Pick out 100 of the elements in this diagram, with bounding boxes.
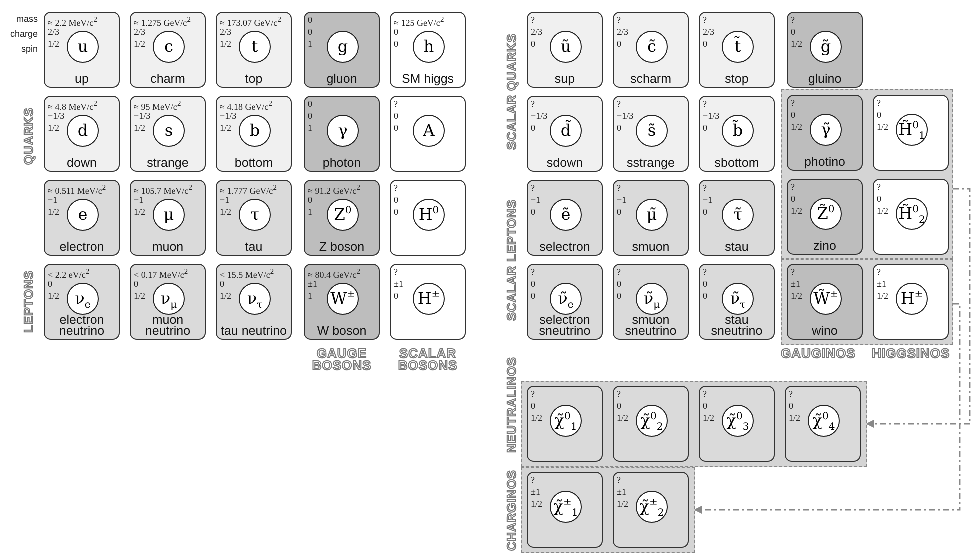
mass-value: ?: [791, 267, 795, 277]
spin-value: 0: [394, 291, 398, 301]
particle-symbol: b: [239, 115, 271, 147]
particle-name: W boson: [316, 326, 368, 337]
category-label: SCALAR QUARKS: [505, 32, 519, 152]
charge-value: 2/3: [703, 27, 715, 37]
charge-value: 0: [394, 27, 398, 37]
spin-value: 0: [531, 39, 536, 49]
particle-name: stau: [724, 242, 750, 253]
charge-value: 0: [703, 401, 708, 411]
mass-value: ?: [789, 389, 793, 399]
category-label: GAUGINOS: [781, 346, 856, 361]
mass-value: ?: [791, 98, 795, 108]
spin-value: 1/2: [48, 291, 60, 301]
spin-value: 1: [308, 291, 312, 301]
mass-value: ?: [703, 15, 707, 25]
mass-value: ?: [703, 183, 707, 193]
property-label: mass: [15, 14, 38, 24]
particle-card: [216, 96, 292, 172]
mass-value: 0: [308, 15, 312, 25]
particle-symbol: s̃: [636, 115, 668, 147]
charge-value: −1/3: [48, 111, 65, 121]
group-frame: [781, 259, 953, 345]
particle-card: [613, 386, 689, 462]
spin-value: 1/2: [134, 207, 146, 217]
charge-value: 2/3: [531, 27, 543, 37]
charge-value: 2/3: [134, 27, 146, 37]
particle-name: zino: [812, 241, 838, 252]
particle-card: [699, 96, 775, 172]
particle-name: tau neutrino: [220, 326, 288, 337]
particle-card: [613, 472, 689, 548]
particle-name: electron neutrino: [58, 315, 106, 337]
particle-symbol: τ̃: [722, 199, 754, 231]
particle-name: selectron sneutrino: [538, 315, 592, 337]
spin-value: 0: [617, 291, 622, 301]
charge-value: −1/3: [617, 111, 634, 121]
mass-value: ?: [703, 389, 707, 399]
mass-value: ?: [791, 15, 795, 25]
particle-symbol: Z̃$^{0}$: [810, 198, 842, 230]
charge-value: −1: [48, 195, 58, 205]
charge-value: −1: [220, 195, 230, 205]
particle-name: strange: [146, 158, 190, 169]
particle-name: charm: [150, 74, 186, 85]
particle-card: [390, 96, 466, 172]
particle-name: sup: [554, 74, 576, 85]
category-label: SCALAR LEPTONS: [505, 198, 519, 324]
charge-value: 2/3: [617, 27, 629, 37]
spin-value: 1/2: [48, 39, 60, 49]
particle-name: sdown: [546, 158, 584, 169]
particle-card: [44, 12, 120, 88]
mass-value: ?: [531, 267, 535, 277]
group-frame: [781, 89, 953, 259]
group-frame: [521, 467, 695, 553]
spin-value: 0: [703, 123, 708, 133]
charge-value: 0: [394, 111, 398, 121]
particle-symbol: W$^{±}$: [327, 283, 359, 315]
spin-value: 1/2: [877, 291, 889, 301]
mass-value: ?: [877, 98, 881, 108]
particle-card: [527, 96, 603, 172]
particle-symbol: ν̃$_{μ}$: [636, 283, 668, 315]
particle-card: [216, 180, 292, 256]
spin-value: 1/2: [531, 499, 543, 509]
spin-value: 1/2: [877, 206, 889, 216]
mass-value: ≈ 1.777 GeV/c$^{2}$: [220, 183, 277, 196]
particle-card: [613, 180, 689, 256]
particle-card: [216, 12, 292, 88]
particle-name: SM higgs: [400, 74, 456, 85]
spin-value: 1: [308, 39, 312, 49]
spin-value: 0: [617, 123, 622, 133]
particle-card: [304, 180, 380, 256]
mass-value: ?: [617, 99, 621, 109]
mass-value: ?: [531, 475, 535, 485]
charge-value: 2/3: [48, 27, 60, 37]
particle-symbol: μ: [153, 199, 185, 231]
spin-value: 1/2: [134, 291, 146, 301]
mass-value: ?: [877, 182, 881, 192]
particle-card: [613, 264, 689, 340]
spin-value: 1/2: [703, 413, 715, 423]
mass-value: ?: [617, 15, 621, 25]
mass-value: ≈ 125 GeV/c$^{2}$: [394, 15, 444, 28]
particle-card: [699, 12, 775, 88]
mass-value: ≈ 1.275 GeV/c$^{2}$: [134, 15, 191, 28]
particle-card: [787, 264, 863, 340]
mass-value: ≈ 4.8 MeV/c$^{2}$: [48, 99, 98, 112]
charge-value: 0: [789, 401, 794, 411]
particle-symbol: W̃$^{±}$: [810, 283, 842, 315]
charge-value: −1/3: [531, 111, 548, 121]
particle-card: [527, 12, 603, 88]
spin-value: 1: [308, 123, 312, 133]
spin-value: 1/2: [877, 122, 889, 132]
category-label: SCALAR BOSONS: [397, 348, 459, 372]
spin-value: 0: [617, 207, 622, 217]
particle-symbol: ν̃$_{τ}$: [722, 283, 754, 315]
particle-name: selectron: [538, 242, 592, 253]
particle-name: top: [244, 74, 264, 85]
mass-value: ≈ 95 MeV/c$^{2}$: [134, 99, 182, 112]
particle-card: [527, 472, 603, 548]
charge-value: −1: [134, 195, 144, 205]
category-label: QUARKS: [22, 106, 36, 167]
mass-value: 0: [308, 99, 312, 109]
